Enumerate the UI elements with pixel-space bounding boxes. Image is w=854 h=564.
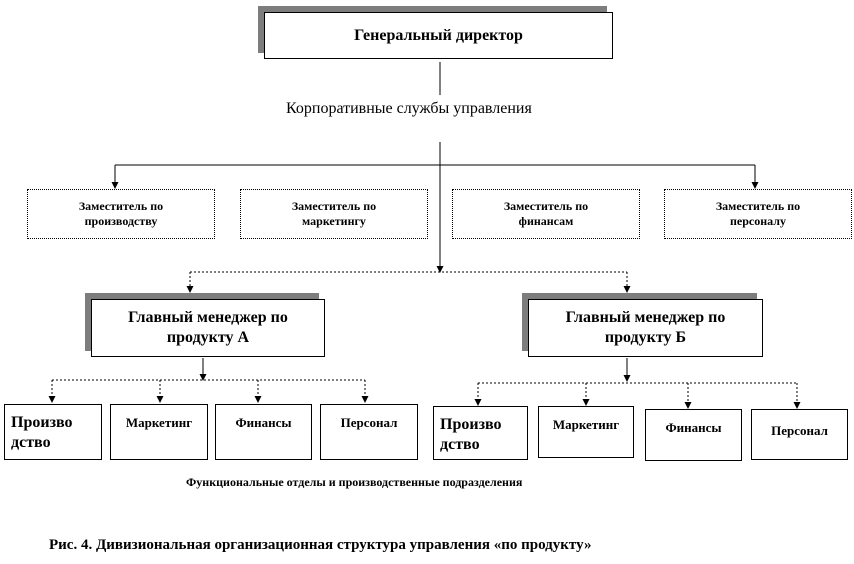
dept-line1: Произво	[11, 414, 73, 431]
functional-departments-caption: Функциональные отделы и производственные…	[186, 475, 523, 489]
dept-a-personnel: Персонал	[320, 404, 418, 460]
dept-a-production: Произво дство	[4, 404, 102, 460]
director-label: Генеральный директор	[354, 26, 523, 44]
manager-a-box: Главный менеджер по продукту А	[91, 299, 325, 357]
deputy-line1: Заместитель по	[503, 199, 589, 213]
director-box: Генеральный директор	[264, 12, 613, 59]
manager-b-line2: продукту Б	[604, 329, 687, 346]
deputy-line2: маркетингу	[302, 214, 366, 228]
dept-label: Маркетинг	[552, 417, 620, 432]
deputy-line1: Заместитель по	[291, 199, 377, 213]
deputy-line2: персоналу	[729, 214, 786, 228]
dept-a-marketing: Маркетинг	[110, 404, 208, 460]
deputy-line2: производству	[84, 214, 158, 228]
dept-b-production: Произво дство	[433, 406, 528, 460]
manager-b-box: Главный менеджер по продукту Б	[528, 299, 763, 357]
dept-line2: дство	[440, 436, 480, 453]
deputy-line1: Заместитель по	[715, 199, 801, 213]
corporate-services-label: Корпоративные службы управления	[286, 100, 532, 117]
deputy-line1: Заместитель по	[78, 199, 164, 213]
deputy-line2: финансам	[518, 214, 574, 228]
dept-label: Финансы	[235, 415, 292, 430]
dept-label: Персонал	[771, 423, 828, 438]
manager-a-line1: Главный менеджер по	[128, 309, 288, 326]
dept-a-finance: Финансы	[215, 404, 312, 460]
dept-b-finance: Финансы	[645, 409, 742, 461]
dept-b-marketing: Маркетинг	[538, 406, 634, 458]
dept-b-personnel: Персонал	[751, 409, 848, 460]
manager-a-line2: продукту А	[166, 329, 250, 346]
dept-label: Маркетинг	[125, 415, 193, 430]
dept-label: Финансы	[665, 420, 722, 435]
dept-label: Персонал	[340, 415, 398, 430]
manager-b-line1: Главный менеджер по	[565, 309, 726, 326]
dept-line2: дство	[11, 434, 51, 451]
dept-line1: Произво	[440, 416, 502, 433]
figure-caption: Рис. 4. Дивизиональная организационная с…	[49, 537, 592, 553]
